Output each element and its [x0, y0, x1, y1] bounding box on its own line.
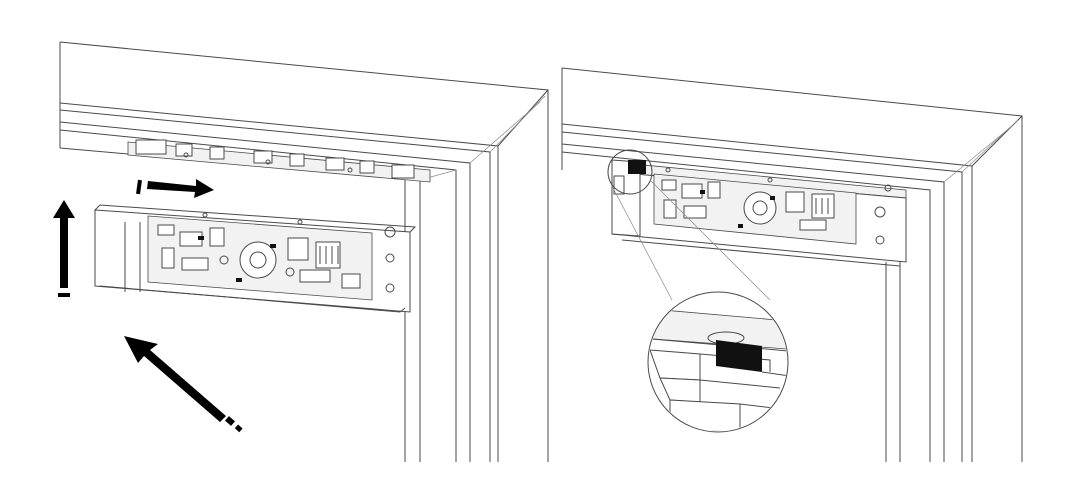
magnifier-detail-icon: [607, 149, 789, 433]
zoom-detail-content: [649, 307, 787, 431]
zoomed-clip-highlight: [716, 340, 762, 372]
left-controller-unit: [94, 204, 417, 313]
right-controller-unit: [611, 159, 907, 267]
arrow-up-icon: [53, 200, 75, 297]
right-door-frame: [561, 67, 1023, 462]
left-circuit-board: [157, 224, 361, 289]
arrow-right-icon: [136, 179, 214, 198]
left-mounting-rail: [127, 139, 431, 183]
arrow-diagonal-icon: [124, 336, 243, 433]
right-circuit-board: [661, 179, 835, 231]
highlighted-clip: [628, 160, 646, 174]
